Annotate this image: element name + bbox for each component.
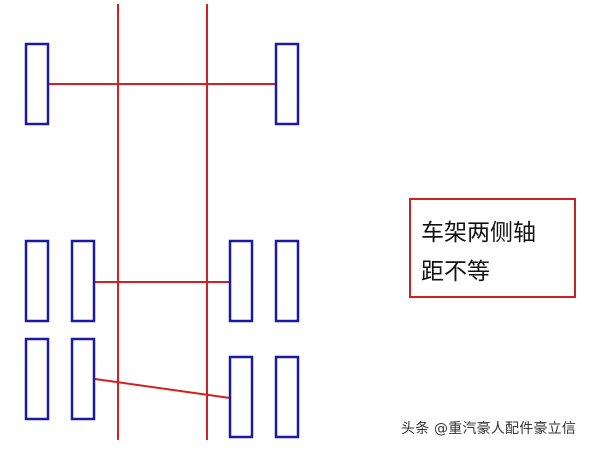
wheel-front-right xyxy=(274,42,300,126)
wheel-middle-right-inner xyxy=(228,239,254,323)
callout-line-1: 车架两侧轴 xyxy=(421,220,536,246)
wheel-middle-left-inner xyxy=(70,239,96,323)
wheel-middle-right-outer xyxy=(274,239,300,323)
callout-box: 车架两侧轴 距不等 xyxy=(409,198,576,298)
wheel-rear-left-inner xyxy=(70,337,96,421)
wheel-middle-left-outer xyxy=(24,239,50,323)
watermark: 头条 @重汽豪人配件豪立信 xyxy=(401,421,577,437)
wheel-rear-left-outer xyxy=(24,337,50,421)
wheel-front-left xyxy=(24,42,50,126)
callout-line-2: 距不等 xyxy=(421,259,490,285)
wheel-rear-right-outer xyxy=(274,355,300,439)
rear-axle-line xyxy=(94,378,231,399)
wheel-rear-right-inner xyxy=(228,355,254,439)
